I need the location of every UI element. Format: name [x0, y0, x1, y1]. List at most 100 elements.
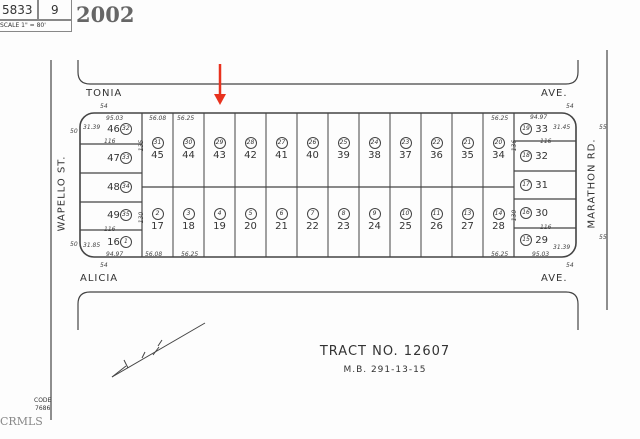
alicia-north-curb	[77, 291, 579, 330]
tract-reference: M.B. 291-13-15	[343, 365, 427, 375]
width-label: 54	[566, 262, 574, 269]
lot-number: 46	[107, 124, 120, 135]
parcel-number: 31	[151, 137, 164, 149]
dimension: 31.45	[553, 124, 571, 131]
parcel-lot[interactable]: 17 31	[518, 179, 550, 192]
parcel-number: 29	[213, 137, 226, 149]
lot-number: 26	[430, 221, 443, 232]
parcel-number: 17	[520, 179, 533, 191]
lot-number: 48	[107, 182, 120, 193]
lot-number: 17	[151, 221, 164, 232]
parcel-number: 6	[275, 208, 288, 220]
parcel-number: 20	[492, 137, 505, 149]
street-alicia: ALICIA	[80, 273, 119, 284]
parcel-number: 14	[492, 208, 505, 220]
dimension: 31.39	[83, 124, 101, 131]
lot-number: 40	[306, 150, 319, 161]
parcel-number: 4	[213, 208, 226, 220]
lot-number: 38	[368, 150, 381, 161]
code-value: 7686	[35, 405, 51, 412]
dimension: 56.25	[491, 115, 509, 122]
parcel-lot[interactable]: 16 30	[518, 207, 550, 220]
parcel-number: 2	[151, 208, 164, 220]
parcel-number: 9	[368, 208, 381, 220]
parcel-lot[interactable]: 18 32	[518, 150, 550, 163]
dimension: 135	[138, 139, 146, 152]
parcel-number: 32	[119, 123, 132, 135]
parcel-number: 10	[399, 208, 412, 220]
map-book-number: 5833	[2, 3, 33, 17]
parcel-number: 34	[119, 181, 132, 193]
dimension: 95.03	[532, 251, 550, 258]
lot-number: 42	[244, 150, 257, 161]
street-marathon: MARATHON RD.	[586, 138, 598, 229]
width-label: 54	[100, 103, 108, 110]
parcel-number: 33	[119, 152, 132, 164]
year: 2002	[76, 2, 135, 27]
width-label: 50	[70, 128, 78, 135]
parcel-lot[interactable]: 15 29	[518, 234, 550, 247]
parcel-lot[interactable]: 19 33	[518, 123, 550, 136]
street-tonia: TONIA	[86, 88, 123, 99]
dimension: 94.97	[530, 114, 548, 121]
dimension: 116	[104, 226, 116, 233]
lot-number: 22	[306, 221, 319, 232]
lot-number: 25	[399, 221, 412, 232]
lot-number: 43	[213, 150, 226, 161]
parcel-number: 15	[520, 234, 533, 246]
lot-number: 49	[107, 210, 120, 221]
lot-number: 30	[535, 208, 548, 219]
dimension: 31.85	[83, 242, 101, 249]
tract-title: TRACT NO. 12607	[319, 344, 451, 359]
lot-number: 34	[492, 150, 505, 161]
parcel-number: 25	[337, 137, 350, 149]
parcel-number: 18	[520, 150, 533, 162]
right-lot-lines	[514, 140, 576, 229]
parcel-number: 24	[368, 137, 381, 149]
lot-number: 44	[182, 150, 195, 161]
lot-number: 39	[337, 150, 350, 161]
lot-number: 45	[151, 150, 164, 161]
lot-number: 18	[182, 221, 195, 232]
lot-number: 28	[492, 221, 505, 232]
width-label: 50	[70, 241, 78, 248]
scale-note: SCALE 1" = 80'	[0, 19, 72, 32]
lot-number: 37	[399, 150, 412, 161]
lot-number: 35	[461, 150, 474, 161]
parcel-number: 22	[430, 137, 443, 149]
parcel-number: 16	[520, 207, 533, 219]
dimension: 56.25	[491, 251, 509, 258]
lot-number: 29	[535, 235, 548, 246]
lot-number: 21	[275, 221, 288, 232]
parcel-number: 5	[244, 208, 257, 220]
